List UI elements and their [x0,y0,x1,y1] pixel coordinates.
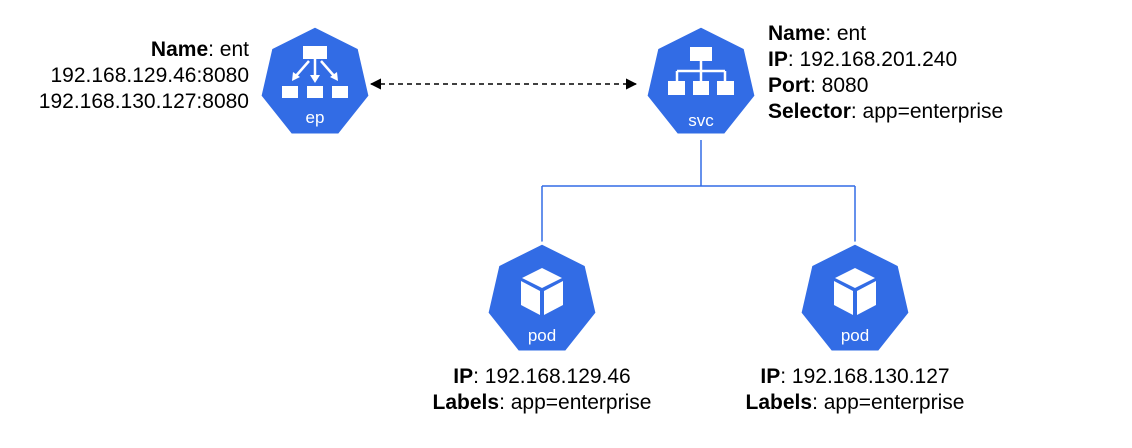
service-ip-row: IP: 192.168.201.240 [768,48,958,71]
pod-1-ip-value: 192.168.129.46 [484,365,631,388]
pod-node-2[interactable]: pod [798,241,912,354]
service-name-row: Name: ent [768,22,867,45]
cube-icon [834,268,876,315]
endpoint-badge: ep [306,108,325,127]
service-icon [668,47,734,95]
pod-2-ip-key: IP [760,365,781,388]
service-port-key: Port [768,74,810,97]
pod-node-1[interactable]: pod [485,241,599,354]
service-port-value: 8080 [821,74,869,97]
service-port-row: Port: 8080 [768,74,869,97]
pod-1-ip-key: IP [453,365,474,388]
pod-2-ip-value: 192.168.130.127 [791,365,950,388]
endpoint-address-1: 192.168.129.46:8080 [50,64,249,87]
pod-1-labels-row: Labels: app=enterprise [432,391,652,414]
endpoint-info: Name: ent 192.168.129.46:8080 192.168.13… [39,37,249,115]
service-ip-key: IP [768,48,788,71]
pod-badge-1: pod [528,326,556,345]
endpoint-address-2: 192.168.130.127:8080 [38,90,249,113]
endpoint-name-value: ent [219,38,249,61]
endpoints-icon [282,46,348,98]
pod-1-ip-row: IP: 192.168.129.46 [453,365,631,388]
endpoint-name-row: Name: ent [150,38,249,61]
pod-1-labels-key: Labels [432,391,500,414]
service-name-key: Name [768,22,826,45]
service-to-pods-connector [541,140,856,243]
pod-2-ip-row: IP: 192.168.130.127 [760,365,950,388]
pod-1-info: IP: 192.168.129.46 Labels: app=enterpris… [412,364,672,416]
cube-icon [521,268,563,315]
service-selector-row: Selector: app=enterprise [768,100,1004,123]
service-node[interactable]: svc [644,24,758,137]
service-ip-value: 192.168.201.240 [799,48,958,71]
service-selector-key: Selector [768,100,851,123]
pod-badge-2: pod [841,326,869,345]
endpoint-name-key: Name [150,38,209,61]
pod-2-info: IP: 192.168.130.127 Labels: app=enterpri… [725,364,985,416]
service-name-value: ent [836,22,867,45]
pod-2-labels-value: app=enterprise [823,391,965,414]
service-badge: svc [688,111,714,130]
endpoint-node[interactable]: ep [258,24,372,137]
pod-2-labels-key: Labels [745,391,813,414]
service-info: Name: ent IP: 192.168.201.240 Port: 8080… [768,21,1003,125]
pod-2-labels-row: Labels: app=enterprise [745,391,965,414]
pod-1-labels-value: app=enterprise [510,391,652,414]
service-selector-value: app=enterprise [862,100,1004,123]
